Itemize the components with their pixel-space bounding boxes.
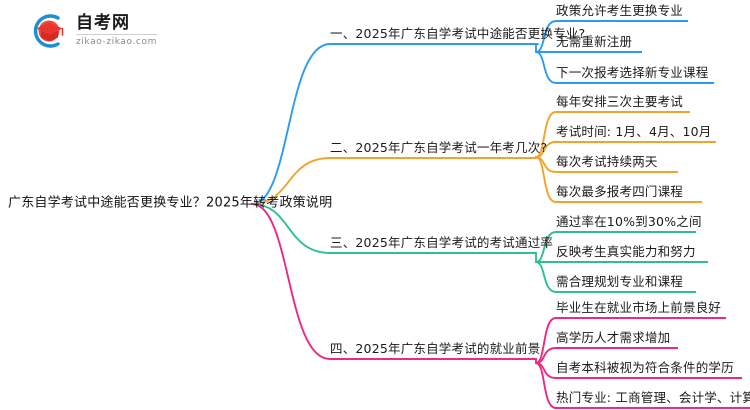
logo-text-block: 自考网 zikao-zikao.com [76,13,157,49]
mindmap-leaf-3-2[interactable]: 反映考生真实能力和努力 [556,244,696,259]
mindmap-leaf-1-3[interactable]: 下一次报考选择新专业课程 [556,65,709,80]
mindmap-branch-1-label[interactable]: 一、2025年广东自学考试中途能否更换专业? [330,26,586,41]
mindmap-branch-4-label[interactable]: 四、2025年广东自学考试的就业前景 [330,341,541,356]
mindmap-leaf-4-3[interactable]: 自考本科被视为符合条件的学历 [556,360,734,375]
mindmap-leaf-2-2[interactable]: 考试时间: 1月、4月、10月 [556,124,712,139]
mindmap-leaf-3-3[interactable]: 需合理规划专业和课程 [556,274,684,289]
mindmap-leaf-1-2[interactable]: 无需重新注册 [556,34,633,49]
mindmap-leaf-1-1[interactable]: 政策允许考生更换专业 [556,3,684,18]
logo-domain: zikao-zikao.com [76,36,157,47]
logo-title: 自考网 [76,13,157,35]
mindmap-root-label[interactable]: 广东自学考试中途能否更换专业？2025年转考政策说明 [8,195,333,211]
mindmap-leaf-4-4[interactable]: 热门专业: 工商管理、会计学、计算机科学 [556,390,750,405]
mindmap-branch-3-label[interactable]: 三、2025年广东自学考试的考试通过率 [330,235,554,250]
mindmap-leaf-2-1[interactable]: 每年安排三次主要考试 [556,94,684,109]
zikao-logo-icon [33,14,64,48]
mindmap-leaf-4-2[interactable]: 高学历人才需求增加 [556,330,671,345]
mindmap-branch-2-label[interactable]: 二、2025年广东自学考试一年考几次? [330,140,548,155]
mindmap-leaf-2-3[interactable]: 每次考试持续两天 [556,154,658,169]
mindmap-leaf-3-1[interactable]: 通过率在10%到30%之间 [556,214,702,229]
site-logo: 自考网 zikao-zikao.com [28,10,188,52]
mindmap-leaf-4-1[interactable]: 毕业生在就业市场上前景良好 [556,300,722,315]
mindmap-leaf-2-4[interactable]: 每次最多报考四门课程 [556,184,684,199]
